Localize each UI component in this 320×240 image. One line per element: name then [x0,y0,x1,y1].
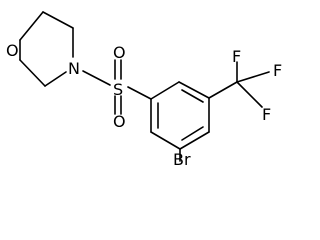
sulfonyl-oxygen-top-label: O [113,43,126,62]
bond-ring-o-c6 [19,11,44,41]
sulfonyl-oxygen-bottom-label: O [113,112,126,131]
sulfur-label: S [113,80,123,99]
bond-ring-c5-c6 [42,11,74,29]
bond-ar-c2-c3 [178,81,210,99]
bond-ring-c2-c3 [19,59,46,87]
bond-s-aryl [127,86,152,100]
morpholine-nitrogen-label: N [68,59,80,78]
fluorine-top-label: F [232,47,241,66]
bond-ring-n-c3 [44,71,67,87]
bond-c-f-bottom [236,81,263,108]
bond-ar-inner-2 [181,126,204,141]
bond-ar-cf3 [208,81,238,99]
bond-ar-c5-c6 [150,131,181,150]
fluorine-bottom-label: F [262,105,271,124]
fluorine-right-label: F [273,61,282,80]
bond-c-f-right [236,71,270,83]
bonds [19,11,270,162]
atom-labels: O N S O O F F F Br [6,41,282,169]
bond-n-s [82,70,111,86]
bond-ar-c4-c5 [179,131,210,150]
morpholine-oxygen-label: O [6,41,19,60]
bond-ar-c1-c2 [150,81,180,100]
bromine-label: Br [173,150,191,169]
bond-ar-inner-1 [181,89,204,103]
molecule-structure: O N S O O F F F Br [6,11,282,169]
